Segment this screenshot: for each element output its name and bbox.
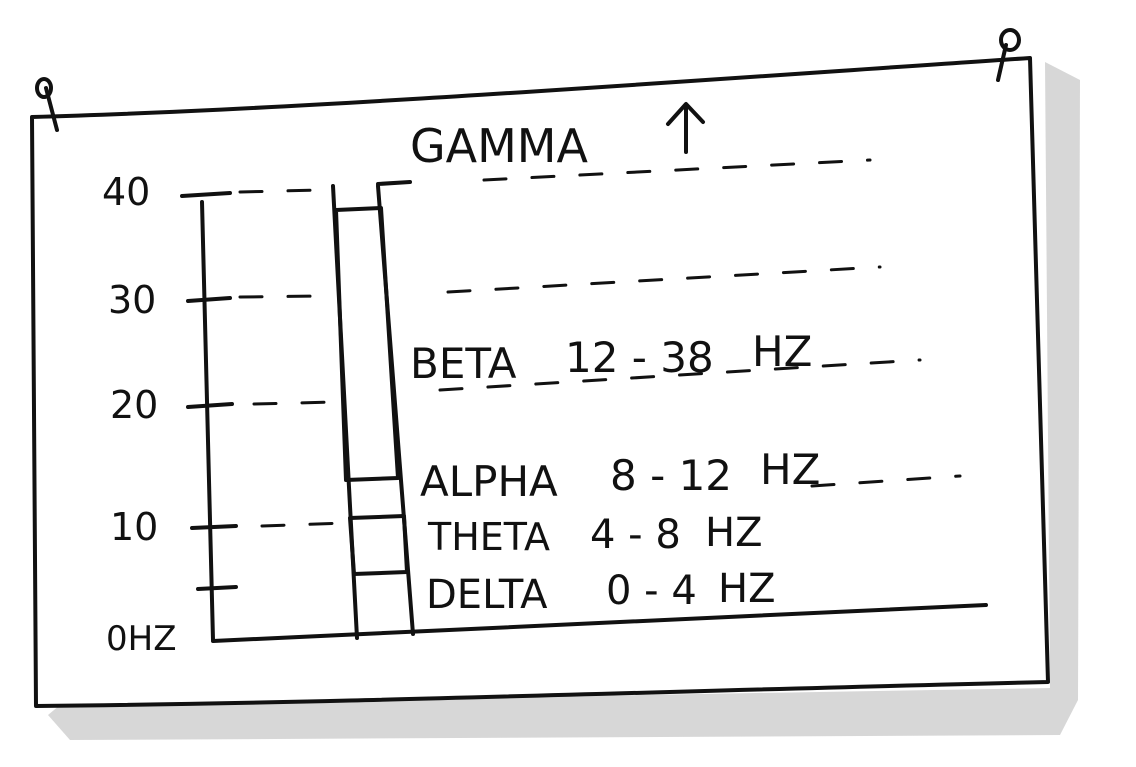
beta-band-block <box>334 206 400 482</box>
theta-range: 4 - 8 <box>590 512 681 558</box>
tick-mark-5 <box>196 585 238 591</box>
tick-label-10: 10 <box>110 505 158 549</box>
alpha-range: 8 - 12 <box>610 451 732 500</box>
guide-line-30 <box>238 294 327 299</box>
beta-unit: HZ <box>752 327 812 376</box>
guide-line-alpha <box>810 474 962 488</box>
tick-mark-40 <box>180 191 232 198</box>
zero-hz-label: 0HZ <box>106 619 177 659</box>
pushpin-left-icon <box>35 77 59 132</box>
guide-line-gamma <box>482 158 872 182</box>
alpha-label: ALPHA <box>420 457 558 506</box>
guide-line-20 <box>252 400 337 406</box>
alpha-unit: HZ <box>760 445 820 494</box>
tick-mark-10 <box>190 524 238 530</box>
guide-line-upper <box>446 265 882 294</box>
tick-label-30: 30 <box>108 278 156 322</box>
gamma-label: GAMMA <box>410 119 588 173</box>
theta-label: THETA <box>427 515 550 559</box>
guide-line-40 <box>238 188 322 194</box>
delta-range: 0 - 4 <box>606 568 697 614</box>
y-axis-line <box>200 200 215 642</box>
paper-sheet <box>30 56 1050 708</box>
theta-unit: HZ <box>705 510 762 556</box>
delta-unit: HZ <box>718 566 775 612</box>
up-arrow-icon <box>666 102 705 154</box>
delta-label: DELTA <box>426 572 548 618</box>
tick-label-40: 40 <box>102 170 150 214</box>
guide-line-10 <box>260 521 347 528</box>
pushpin-right-icon <box>996 28 1021 82</box>
beta-range: 12 - 38 <box>565 333 714 382</box>
band-column-top <box>376 180 412 186</box>
tick-mark-30 <box>186 296 232 303</box>
theta-band-block <box>348 514 409 576</box>
guide-line-beta <box>438 358 922 392</box>
tick-label-20: 20 <box>110 383 158 427</box>
tick-mark-20 <box>186 402 234 409</box>
beta-label: BETA <box>410 339 517 388</box>
x-axis-baseline <box>211 603 988 643</box>
